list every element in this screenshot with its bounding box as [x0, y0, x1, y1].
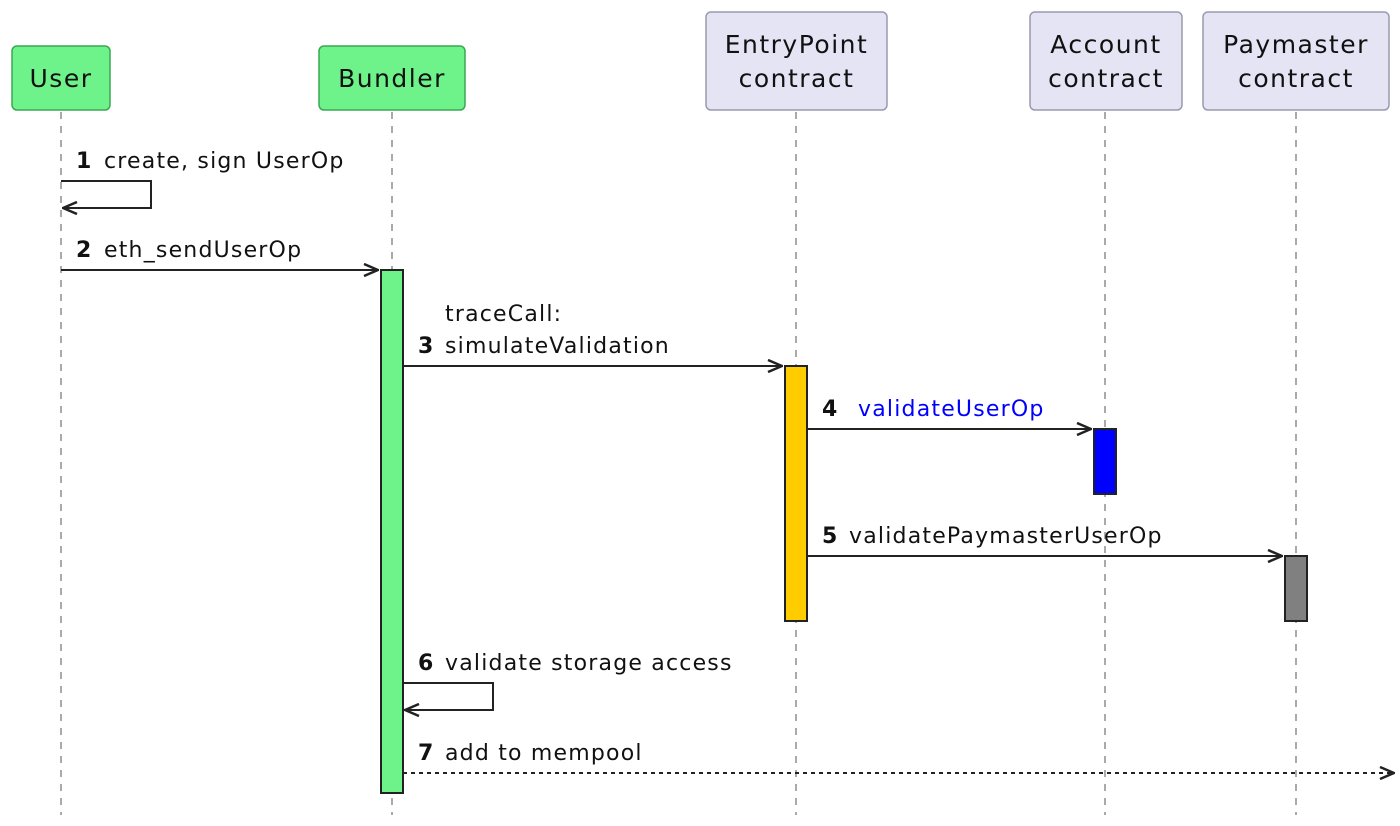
participant-label-entrypoint: EntryPoint	[725, 30, 869, 59]
message-label: add to mempool	[445, 741, 643, 766]
messages: 1 create, sign UserOp 2 eth_sendUserOp 3 trac…	[61, 149, 1394, 773]
message-2: 2 eth_sendUserOp	[61, 238, 378, 270]
participant-label-account: Account	[1050, 30, 1161, 59]
participant-entrypoint: EntryPoint contract	[705, 11, 888, 111]
message-label: simulateValidation	[445, 334, 670, 359]
activation-bar-entrypoint	[784, 365, 808, 622]
participant-label-paymaster: Paymaster	[1223, 30, 1369, 59]
message-label: create, sign UserOp	[104, 149, 345, 174]
message-number: 3	[418, 334, 433, 359]
message-number: 7	[418, 741, 433, 766]
participant-label-paymaster: contract	[1238, 64, 1354, 93]
message-label: eth_sendUserOp	[104, 238, 302, 263]
message-3: 3 traceCall: simulateValidation	[403, 302, 782, 366]
message-label: validateUserOp	[858, 397, 1045, 422]
participant-label-bundler: Bundler	[338, 64, 446, 93]
message-number: 6	[418, 651, 433, 676]
message-label: traceCall:	[445, 302, 562, 327]
participant-box-bundler	[318, 45, 466, 111]
participant-box-entrypoint	[705, 11, 888, 111]
message-5: 5 validatePaymasterUserOp	[807, 524, 1282, 556]
message-4: 4 validateUserOp	[807, 397, 1091, 429]
message-arrow-6	[403, 682, 494, 710]
message-number: 2	[76, 238, 91, 263]
message-label: validate storage access	[445, 651, 733, 676]
participant-bundler: Bundler	[318, 45, 466, 111]
message-number: 4	[822, 397, 837, 422]
message-7: 7 add to mempool	[403, 741, 1394, 773]
participant-account: Account contract	[1029, 11, 1183, 111]
participant-user: User	[11, 45, 111, 111]
activation-bars	[380, 269, 1308, 794]
message-1: 1 create, sign UserOp	[61, 149, 345, 208]
participants: User Bundler EntryPoint contract Account cont…	[11, 11, 1390, 111]
participant-label-user: User	[30, 64, 93, 93]
participant-label-entrypoint: contract	[739, 64, 855, 93]
message-6: 6 validate storage access	[403, 651, 733, 710]
participant-box-paymaster	[1202, 11, 1390, 111]
participant-box-account	[1029, 11, 1183, 111]
message-number: 5	[822, 524, 837, 549]
activation-bar-account	[1093, 428, 1117, 495]
activation-bar-bundler	[380, 269, 404, 794]
participant-box-user	[11, 45, 111, 111]
message-label: validatePaymasterUserOp	[849, 524, 1163, 549]
message-arrow-1	[61, 180, 152, 208]
activation-bar-paymaster	[1284, 555, 1308, 622]
message-number: 1	[76, 149, 91, 174]
participant-label-account: contract	[1048, 64, 1164, 93]
participant-paymaster: Paymaster contract	[1202, 11, 1390, 111]
